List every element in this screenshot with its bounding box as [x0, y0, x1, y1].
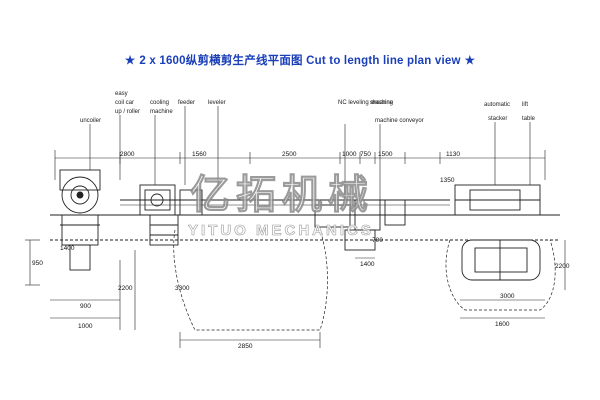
pit-outlines: [173, 229, 556, 331]
dim-1000: 1000: [342, 151, 357, 158]
dim-1400b: 1400: [360, 261, 375, 268]
dim-1130: 1130: [446, 151, 460, 158]
dim-750: 750: [360, 151, 371, 158]
label-conveyor: machine conveyor: [375, 118, 424, 124]
watermark-en: YITUO MECHANICS: [188, 222, 374, 239]
star-icon: ★: [464, 55, 476, 67]
star-icon: ★: [124, 55, 136, 67]
title-text: 2 x 1600纵剪横剪生产线平面图 Cut to length line pl…: [139, 55, 461, 67]
uncoiler-unit: [59, 169, 101, 271]
label-feeder: feeder: [178, 100, 195, 106]
shearing-unit: [314, 199, 406, 251]
label-lift: lift: [522, 102, 528, 108]
coil-car-unit: [139, 184, 203, 246]
diagram-title: ★2 x 1600纵剪横剪生产线平面图 Cut to length line p…: [0, 52, 600, 68]
dim-2200b: 2200: [555, 263, 570, 270]
dim-1600: 1600: [495, 321, 510, 328]
dim-2500: 2500: [282, 151, 297, 158]
label-cooling: cooling: [150, 100, 169, 106]
dim-1500: 1500: [378, 151, 393, 158]
label-table: table: [522, 116, 536, 122]
label-uncoiler: uncoiler: [80, 118, 101, 124]
label-machine: machine: [150, 109, 173, 115]
label-easy: easy: [115, 91, 128, 97]
dim-2200: 2200: [118, 285, 133, 292]
label-shearing: shearing: [370, 100, 393, 106]
bottom-dimensions: [179, 240, 566, 348]
dim-1000b: 1000: [78, 323, 93, 330]
left-dimensions: [25, 239, 136, 330]
leader-lines: [89, 106, 531, 200]
label-coil-car: coil car: [115, 100, 134, 106]
dim-900: 900: [80, 303, 91, 310]
left-dimension-values: 950 1400 900 1000 2200 3300: [32, 245, 190, 330]
label-nc-leveling: NC leveling machine: [338, 100, 394, 106]
dim-3300: 3300: [175, 285, 190, 292]
label-automatic: automatic: [484, 102, 510, 108]
top-dimension-chain: [54, 150, 546, 180]
dim-3000: 3000: [500, 293, 515, 300]
dim-1560: 1560: [192, 151, 207, 158]
dim-700: 700: [372, 237, 383, 244]
component-labels: uncoiler easy coil car up / roller cooli…: [80, 91, 536, 124]
label-leveler: leveler: [208, 100, 226, 106]
dim-1400: 1400: [60, 245, 75, 252]
top-dimension-values: 2800 1560 2500 1000 750 1500 1130: [120, 151, 460, 158]
watermark: 亿拓机械 YITUO MECHANICS: [188, 172, 374, 240]
stacker-unit: [454, 184, 541, 281]
label-upper-roller: up / roller: [115, 109, 140, 115]
watermark-cn: 亿拓机械: [190, 172, 374, 218]
label-stacker: stacker: [488, 116, 507, 122]
dim-2850: 2850: [238, 343, 253, 350]
dim-2800: 2800: [120, 151, 135, 158]
bottom-dimension-values: 2850 1400 3000 1600 2200 1350 700: [238, 177, 570, 350]
dim-950: 950: [32, 260, 43, 267]
dim-1350: 1350: [440, 177, 455, 184]
